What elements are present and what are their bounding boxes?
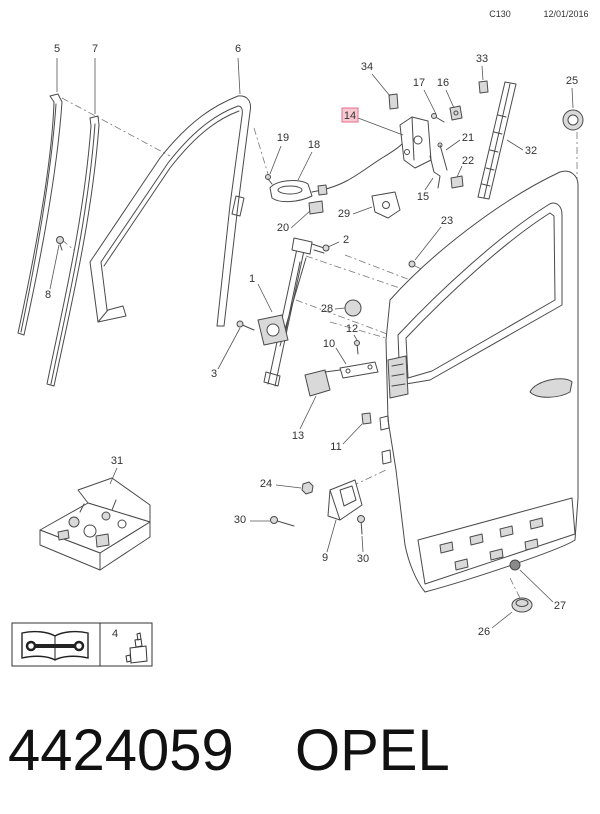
- callout-16: 16: [437, 77, 449, 89]
- legend-cell-kit: [99, 622, 153, 667]
- callout-6: 6: [235, 43, 241, 55]
- part-29-latch: [371, 191, 401, 219]
- part-22-clip: [450, 175, 464, 189]
- part-17-screw: [431, 113, 445, 123]
- sealant-tube-icon: [125, 632, 148, 664]
- part-7-strip: [46, 115, 100, 387]
- part-27-grommet: [509, 559, 521, 571]
- callout-23: 23: [441, 215, 453, 227]
- legend-box: 4: [11, 622, 153, 667]
- callout-4: 4: [112, 628, 118, 640]
- callout-14-highlight: [341, 107, 359, 123]
- leader-lines: [49, 57, 574, 629]
- part-30-bolt-left: [270, 516, 295, 527]
- handle-cable: [311, 143, 403, 196]
- part-30-bolt-right: [357, 515, 365, 535]
- callout-2: 2: [343, 234, 349, 246]
- callout-5: 5: [54, 43, 60, 55]
- callout-30-right: 30: [357, 553, 369, 565]
- callout-12: 12: [346, 323, 358, 335]
- part-25-grommet: [562, 109, 584, 131]
- part-19-screw: [265, 174, 273, 185]
- door-panel: [379, 170, 579, 593]
- part-3-screw: [236, 320, 255, 331]
- callout-25: 25: [566, 75, 578, 87]
- callout-24: 24: [260, 478, 272, 490]
- diagram-code: C130: [489, 9, 511, 19]
- callout-32: 32: [525, 145, 537, 157]
- repair-manual-icon: [21, 630, 89, 661]
- callout-19: 19: [277, 132, 289, 144]
- callout-21: 21: [462, 132, 474, 144]
- callout-34: 34: [361, 61, 373, 73]
- part-12-screw: [354, 340, 360, 355]
- callout-31: 31: [111, 455, 123, 467]
- part-8-screw: [56, 236, 64, 251]
- part-1-window-regulator: [257, 237, 313, 387]
- part-21-rod: [437, 142, 448, 171]
- part-31-kit-box: [39, 477, 151, 571]
- callout-30-left: 30: [234, 514, 246, 526]
- diagram-date: 12/01/2016: [543, 9, 588, 19]
- part-15-linkage: [429, 155, 441, 189]
- part-13-block: [304, 369, 341, 397]
- part-26-plug: [511, 597, 533, 613]
- part-16-bracket: [449, 105, 463, 121]
- part-9-hinge: [327, 479, 363, 521]
- part-34-pad: [388, 93, 399, 110]
- callout-22: 22: [462, 155, 474, 167]
- part-33-clip: [478, 80, 489, 94]
- callout-15: 15: [417, 191, 429, 203]
- part-5-strip: [17, 93, 63, 336]
- part-14-door-lock: [399, 116, 432, 169]
- callout-18: 18: [308, 139, 320, 151]
- callout-13: 13: [292, 430, 304, 442]
- part-number: 4424059: [8, 718, 234, 783]
- callout-33: 33: [476, 53, 488, 65]
- part-10-check-strap: [339, 361, 379, 379]
- callout-14: 14: [344, 110, 356, 122]
- part-20-clip: [308, 200, 324, 215]
- callout-9: 9: [322, 552, 328, 564]
- part-28-cap: [344, 299, 362, 317]
- callout-28: 28: [321, 303, 333, 315]
- callout-1: 1: [249, 273, 255, 285]
- callout-7: 7: [92, 43, 98, 55]
- part-6-channel-seal: [89, 95, 251, 327]
- callout-17: 17: [413, 77, 425, 89]
- part-18-inner-handle: [269, 180, 313, 203]
- part-32-guide-rail: [477, 81, 517, 200]
- callout-11: 11: [330, 441, 341, 453]
- callout-20: 20: [277, 222, 289, 234]
- callout-8: 8: [45, 289, 51, 301]
- callout-26: 26: [478, 626, 490, 638]
- callout-3: 3: [211, 368, 217, 380]
- callout-10: 10: [323, 338, 335, 350]
- brand-name: OPEL: [295, 718, 450, 783]
- part-11-clip: [361, 412, 372, 425]
- part-24-nut: [301, 481, 314, 495]
- part-2-bolts: [311, 243, 330, 254]
- part-23-plug: [408, 260, 416, 268]
- callout-27: 27: [554, 600, 566, 612]
- callouts: 5 7 6 34 17 16 33 25 14 19 18 21 32 22 1…: [45, 43, 578, 638]
- callout-29: 29: [338, 208, 350, 220]
